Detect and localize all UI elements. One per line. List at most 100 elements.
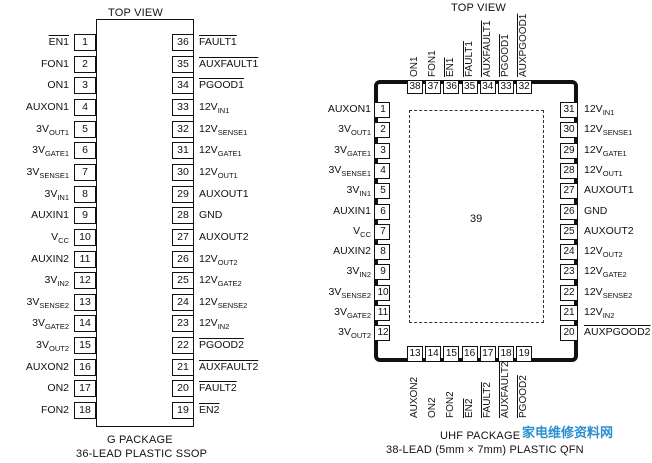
qfn-pin-number: 23 [563,266,575,278]
ssop-pin-box [74,120,96,138]
qfn-pin-number: 22 [563,286,575,298]
qfn-pin-number: 6 [380,205,386,217]
qfn-top-view-title: TOP VIEW [451,2,506,14]
qfn-pin-box [374,284,390,301]
ssop-pin-number: 31 [177,144,189,157]
qfn-pin-box [560,162,578,179]
ssop-pin-label: 12VSENSE1 [199,122,248,137]
watermark-text: 家电维修资料网 [522,425,614,440]
ssop-pin-number: 21 [177,360,189,373]
ssop-pin-box [74,142,96,160]
qfn-pin-box [560,142,578,159]
qfn-pin-number: 35 [464,81,476,92]
ssop-pin-box [172,77,194,95]
qfn-pin-label: 12VOUT1 [584,163,623,178]
ssop-pin-number: 22 [177,339,189,352]
ssop-pin-label: VCC [51,230,69,245]
qfn-pin-label: 3VSENSE2 [328,285,371,300]
ssop-pin-number: 19 [177,404,189,417]
qfn-pin-box [374,264,390,281]
ssop-pin-number: 10 [79,230,91,243]
ssop-pin-number: 20 [177,382,189,395]
qfn-pin-number: 2 [380,124,386,136]
ssop-pin-label: FAULT2 [199,382,237,395]
ssop-package-description: 36-LEAD PLASTIC SSOP [76,448,208,460]
qfn-pin-box [374,203,390,220]
qfn-pin-label: ON2 [427,397,439,418]
qfn-pin-number: 16 [464,348,476,359]
ssop-pin-box [74,315,96,333]
qfn-pin-number: 18 [500,348,512,359]
ssop-pin-box [172,185,194,203]
qfn-pin-box [374,122,390,139]
qfn-pin-label: AUXPGOOD2 [584,326,651,339]
qfn-pin-box [560,102,578,118]
ssop-pin-number: 33 [177,100,189,113]
ssop-pin-box [172,228,194,246]
qfn-pin-number: 15 [445,348,457,359]
ssop-pin-number: 14 [79,317,91,330]
ssop-pin-label: 3VGATE1 [32,144,69,159]
ssop-pin-box [172,293,194,311]
ssop-pin-box [172,34,194,51]
ssop-pin-label: FON2 [40,404,69,417]
qfn-pin-label: FON2 [445,391,457,418]
ssop-pin-box [74,77,96,95]
qfn-pin-label: AUXON2 [409,376,420,418]
qfn-pin-box [560,264,578,281]
qfn-pin-label: AUXFAULT1 [481,20,493,78]
qfn-pin-number: 5 [380,185,386,197]
qfn-pin-box [498,346,514,362]
qfn-pin-label: PGOOD2 [518,375,530,418]
qfn-pin-box [560,223,578,240]
ssop-pin-box [74,358,96,376]
ssop-pin-label: ON1 [47,79,69,92]
qfn-pin-box [479,80,496,94]
qfn-pin-number: 9 [380,266,386,278]
qfn-pin-label: 3VIN1 [346,184,371,199]
ssop-pin-box [172,358,194,376]
qfn-pin-number: 25 [563,225,575,237]
qfn-pin-label: 12VIN1 [584,103,615,118]
ssop-pin-label: FAULT1 [199,36,237,48]
qfn-pin-box [374,223,390,240]
ssop-pin-label: 3VOUT1 [36,122,69,137]
ssop-pin-box [74,55,96,73]
ssop-pin-box [172,120,194,138]
qfn-pin-box [560,244,578,261]
ssop-pin-label: 3VSENSE1 [26,165,69,180]
qfn-pin-box [443,80,460,94]
ssop-pin-box [172,315,194,333]
qfn-pin-box [516,346,533,362]
qfn-pin-number: 1 [380,104,386,115]
qfn-pin-box [560,203,578,220]
qfn-pin-number: 21 [563,307,575,318]
qfn-pin-box [461,346,478,362]
ssop-pin-box [74,380,96,398]
ssop-pin-box [172,380,194,398]
qfn-pin-label: AUXON1 [327,103,371,115]
ssop-top-view-title: TOP VIEW [108,7,163,19]
qfn-pin-number: 36 [445,81,457,92]
qfn-pin-label: FON1 [427,50,439,77]
qfn-package-description: 38-LEAD (5mm × 7mm) PLASTIC QFN [386,444,584,456]
ssop-pin-number: 15 [79,339,91,352]
ssop-pin-label: PGOOD1 [199,79,244,92]
qfn-pin-number: 31 [563,104,575,115]
ssop-pin-number: 13 [79,295,91,308]
qfn-pin-label: AUXPGOOD1 [518,13,530,77]
qfn-pin-box [516,80,533,94]
ssop-pin-label: AUXOUT1 [199,187,249,200]
qfn-pin-box [461,80,478,94]
qfn-pin-label: 3VGATE2 [334,306,371,321]
ssop-pin-label: ON2 [47,382,69,395]
ssop-pin-label: 3VOUT2 [36,339,69,354]
qfn-pin-number: 28 [563,164,575,176]
ssop-pin-number: 1 [82,36,88,48]
qfn-pin-label: GND [584,204,608,217]
qfn-pin-number: 32 [518,81,530,92]
ssop-pin-box [172,207,194,225]
qfn-pin-number: 10 [377,286,389,298]
ssop-pin-number: 28 [177,209,189,222]
ssop-pin-box [74,34,96,51]
